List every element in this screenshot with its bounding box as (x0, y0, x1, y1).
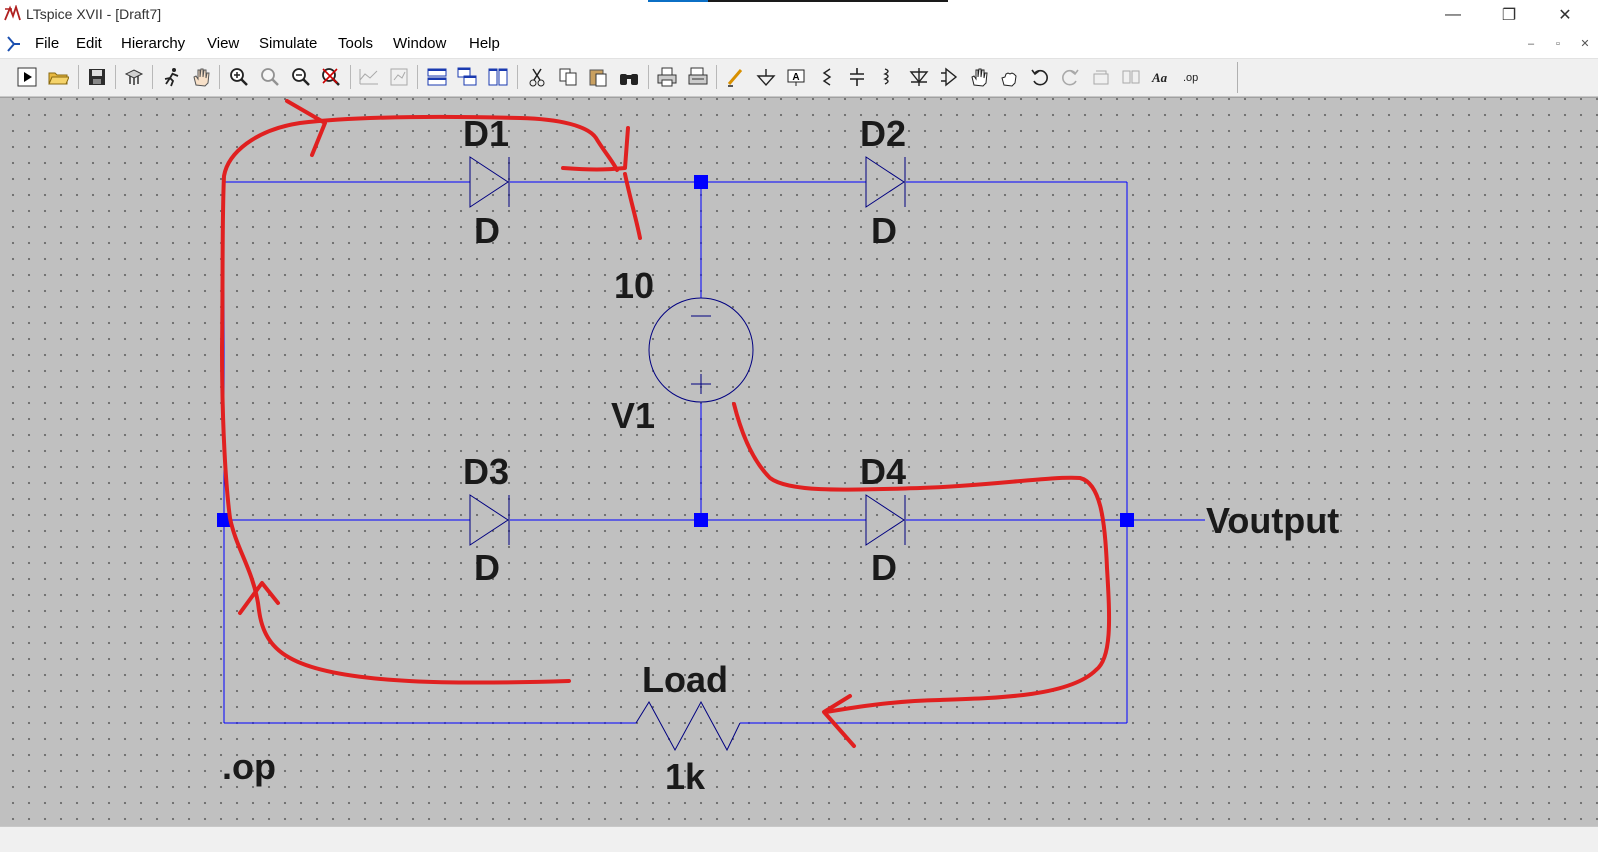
d1-ref-label: D1 (463, 113, 509, 154)
halt-icon[interactable] (158, 64, 184, 90)
diode-d3[interactable] (469, 494, 510, 546)
paste-icon[interactable] (585, 64, 611, 90)
ground-icon[interactable] (753, 64, 779, 90)
doc-close-button[interactable]: ✕ (1580, 38, 1590, 50)
svg-text:Aa: Aa (1151, 70, 1168, 85)
loop-path-top-left (220, 114, 619, 685)
menu-tools[interactable]: Tools (338, 35, 374, 52)
junction-dot (694, 175, 708, 189)
arrow-top-left (285, 99, 327, 157)
zoom-out-icon[interactable] (288, 64, 314, 90)
rotate-icon[interactable] (1088, 64, 1114, 90)
resistor-load[interactable] (635, 700, 741, 752)
voltage-source-v1[interactable] (648, 297, 754, 403)
menu-window[interactable]: Window (393, 35, 447, 52)
restore-button[interactable]: ❐ (1501, 7, 1517, 24)
fit-icon[interactable] (386, 64, 412, 90)
load-ref-label: Load (642, 659, 728, 700)
menu-help[interactable]: Help (469, 35, 500, 52)
menu-hierarchy[interactable]: Hierarchy (121, 35, 186, 52)
cut-icon[interactable] (524, 64, 550, 90)
junction-dot (1120, 513, 1134, 527)
diode-d4[interactable] (865, 494, 906, 546)
open-folder-icon[interactable] (45, 64, 71, 90)
minimize-button[interactable]: — (1445, 6, 1461, 23)
find-icon[interactable] (616, 64, 642, 90)
mirror-icon[interactable] (1118, 64, 1144, 90)
wire-icon[interactable] (723, 64, 749, 90)
diode-d1[interactable] (469, 156, 510, 208)
control-panel-icon[interactable] (121, 64, 147, 90)
menu-simulate[interactable]: Simulate (259, 35, 318, 52)
d3-model-label: D (474, 547, 500, 588)
junction-dot (694, 513, 708, 527)
d4-model-label: D (871, 547, 897, 588)
v1-ref-label: V1 (611, 395, 655, 436)
svg-text:.op: .op (1183, 72, 1198, 84)
move-icon[interactable] (966, 64, 992, 90)
title-bar: LTspice XVII - [Draft7] — ❐ ✕ (0, 0, 1598, 30)
menu-view[interactable]: View (207, 35, 240, 52)
zoom-area-icon[interactable] (257, 64, 283, 90)
d4-ref-label: D4 (860, 451, 906, 492)
doc-minimize-button[interactable]: – (1527, 38, 1535, 50)
loop-path-right (732, 402, 1112, 714)
v1-value-label: 10 (614, 265, 654, 306)
svg-text:A: A (792, 72, 799, 83)
d2-ref-label: D2 (860, 113, 906, 154)
diode-d2[interactable] (865, 156, 906, 208)
print-setup-icon[interactable] (685, 64, 711, 90)
title-accent-line (648, 0, 948, 2)
menu-edit[interactable]: Edit (76, 35, 102, 52)
autorange-icon[interactable] (356, 64, 382, 90)
junctions (217, 175, 1134, 527)
junction-dot (217, 513, 231, 527)
document-icon[interactable] (4, 34, 24, 54)
arrow-top-right (561, 126, 630, 172)
drag-icon[interactable] (996, 64, 1022, 90)
d1-model-label: D (474, 210, 500, 251)
toolbar: A Aa .op (0, 59, 1598, 97)
tile-horizontal-icon[interactable] (424, 64, 450, 90)
arrow-tail-top (623, 172, 642, 240)
ltspice-app-icon (4, 5, 21, 21)
arrow-bottom-right (822, 694, 856, 748)
net-label-voutput[interactable]: Voutput (1206, 500, 1339, 541)
text-icon[interactable]: Aa (1149, 64, 1175, 90)
d3-ref-label: D3 (463, 451, 509, 492)
cascade-icon[interactable] (454, 64, 480, 90)
zoom-in-icon[interactable] (226, 64, 252, 90)
arrow-bottom-left (238, 581, 280, 615)
d2-model-label: D (871, 210, 897, 251)
spice-directive-op[interactable]: .op (222, 746, 276, 787)
capacitor-icon[interactable] (844, 64, 870, 90)
redo-icon[interactable] (1057, 64, 1083, 90)
menu-bar: File Edit Hierarchy View Simulate Tools … (0, 30, 1598, 59)
doc-restore-button[interactable]: ▫ (1556, 38, 1560, 50)
tile-vertical-icon[interactable] (485, 64, 511, 90)
load-value-label: 1k (665, 756, 706, 797)
menu-file[interactable]: File (35, 35, 60, 52)
schematic-drawing[interactable]: D1 D D2 D D3 D D4 D 10 V1 Load 1k Voutpu… (0, 98, 1598, 826)
schematic-canvas[interactable]: D1 D D2 D D3 D D4 D 10 V1 Load 1k Voutpu… (0, 97, 1598, 826)
spice-directive-icon[interactable]: .op (1180, 64, 1206, 90)
copy-icon[interactable] (555, 64, 581, 90)
run-icon[interactable] (14, 64, 40, 90)
inductor-icon[interactable] (874, 64, 900, 90)
diode-icon[interactable] (906, 64, 932, 90)
current-path-annotation (220, 99, 1112, 748)
wires[interactable] (223, 181, 1205, 724)
component-icon[interactable] (936, 64, 962, 90)
status-bar (0, 826, 1598, 852)
print-icon[interactable] (654, 64, 680, 90)
window-title: LTspice XVII - [Draft7] (26, 6, 162, 22)
save-icon[interactable] (84, 64, 110, 90)
resistor-icon[interactable] (814, 64, 840, 90)
zoom-cancel-icon[interactable] (318, 64, 344, 90)
label-net-icon[interactable]: A (783, 64, 809, 90)
undo-icon[interactable] (1027, 64, 1053, 90)
close-button[interactable]: ✕ (1558, 7, 1572, 24)
pan-icon[interactable] (188, 64, 214, 90)
